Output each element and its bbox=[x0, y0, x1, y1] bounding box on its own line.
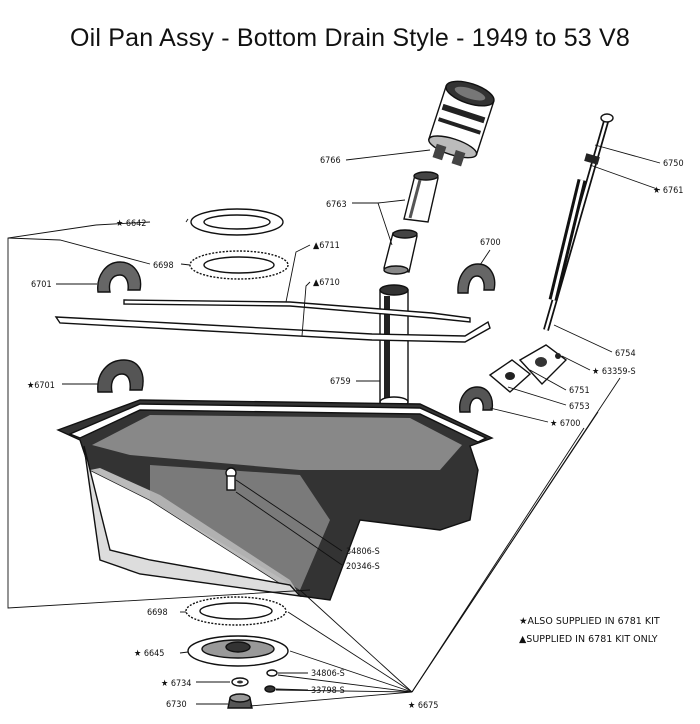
label-6698-bottom: 6698 bbox=[147, 608, 168, 618]
gasket-6642-part bbox=[190, 208, 284, 236]
label-63359: ★ 63359-S bbox=[592, 367, 636, 377]
drain-plug-6734-part bbox=[231, 677, 249, 687]
diagram-title: Oil Pan Assy - Bottom Drain Style - 1949… bbox=[69, 24, 631, 52]
label-6759: 6759 bbox=[330, 377, 351, 387]
label-6763: 6763 bbox=[326, 200, 347, 210]
label-34806-a: 34806-S bbox=[346, 547, 380, 557]
gasket-6698-bottom-part bbox=[185, 596, 287, 626]
bolt-34806-part bbox=[266, 669, 278, 677]
front-seal-6700-top-part bbox=[457, 263, 496, 294]
gasket-6698-top-part bbox=[189, 250, 289, 280]
label-6700-mid: ★ 6700 bbox=[550, 419, 580, 429]
pan-gasket-6711-part bbox=[123, 299, 471, 323]
dipstick-part bbox=[543, 113, 614, 331]
label-6675: ★ 6675 bbox=[408, 701, 438, 711]
label-6750: 6750 bbox=[663, 159, 684, 169]
rear-seal-6701-top-part bbox=[97, 261, 142, 293]
label-6761: ★ 6761 bbox=[653, 186, 683, 196]
label-6701-top: 6701 bbox=[31, 280, 52, 290]
label-6751: 6751 bbox=[569, 386, 590, 396]
front-seal-6700-part bbox=[459, 386, 494, 413]
pan-gasket-6710-part bbox=[54, 316, 491, 343]
oil-pump-screen-part bbox=[428, 80, 495, 167]
dipstick-tube-bracket-part bbox=[488, 344, 568, 393]
label-6700-top: 6700 bbox=[480, 238, 501, 248]
rear-seal-6701-part bbox=[97, 359, 144, 393]
note-also-supplied: ★ALSO SUPPLIED IN 6781 KIT bbox=[519, 616, 660, 627]
pickup-tube-upper-part bbox=[403, 171, 439, 223]
label-6710: ▲6710 bbox=[313, 278, 340, 288]
pickup-tube-lower-part bbox=[383, 229, 418, 275]
leader-lines bbox=[7, 144, 661, 707]
label-6730: 6730 bbox=[166, 700, 187, 710]
note-supplied-only: ▲SUPPLIED IN 6781 KIT ONLY bbox=[519, 634, 658, 645]
label-6734: ★ 6734 bbox=[161, 679, 191, 689]
label-34806-b: 34806-S bbox=[311, 669, 345, 679]
label-20346: 20346-S bbox=[346, 562, 380, 572]
drain-plug-6730-part bbox=[227, 693, 253, 709]
part-labels: 6766 6763 6750 ★ 6761 ★ 6642 ▲6711 6700 … bbox=[27, 156, 684, 711]
legend-notes: ★ALSO SUPPLIED IN 6781 KIT ▲SUPPLIED IN … bbox=[519, 616, 660, 645]
oil-pan-body-part bbox=[56, 399, 494, 601]
label-6645: ★ 6645 bbox=[134, 649, 164, 659]
oil-tube-6759-part bbox=[379, 284, 409, 408]
drain-plate-6645-part bbox=[187, 635, 289, 667]
label-6698-top: 6698 bbox=[153, 261, 174, 271]
label-6754: 6754 bbox=[615, 349, 636, 359]
label-6642: ★ 6642 bbox=[116, 219, 146, 229]
label-6753: 6753 bbox=[569, 402, 590, 412]
label-6701-mid: ★6701 bbox=[27, 381, 55, 391]
label-33798: 33798-S bbox=[311, 686, 345, 696]
bolt-33798-part bbox=[264, 685, 276, 693]
label-6766: 6766 bbox=[320, 156, 341, 166]
label-6711: ▲6711 bbox=[313, 241, 340, 251]
